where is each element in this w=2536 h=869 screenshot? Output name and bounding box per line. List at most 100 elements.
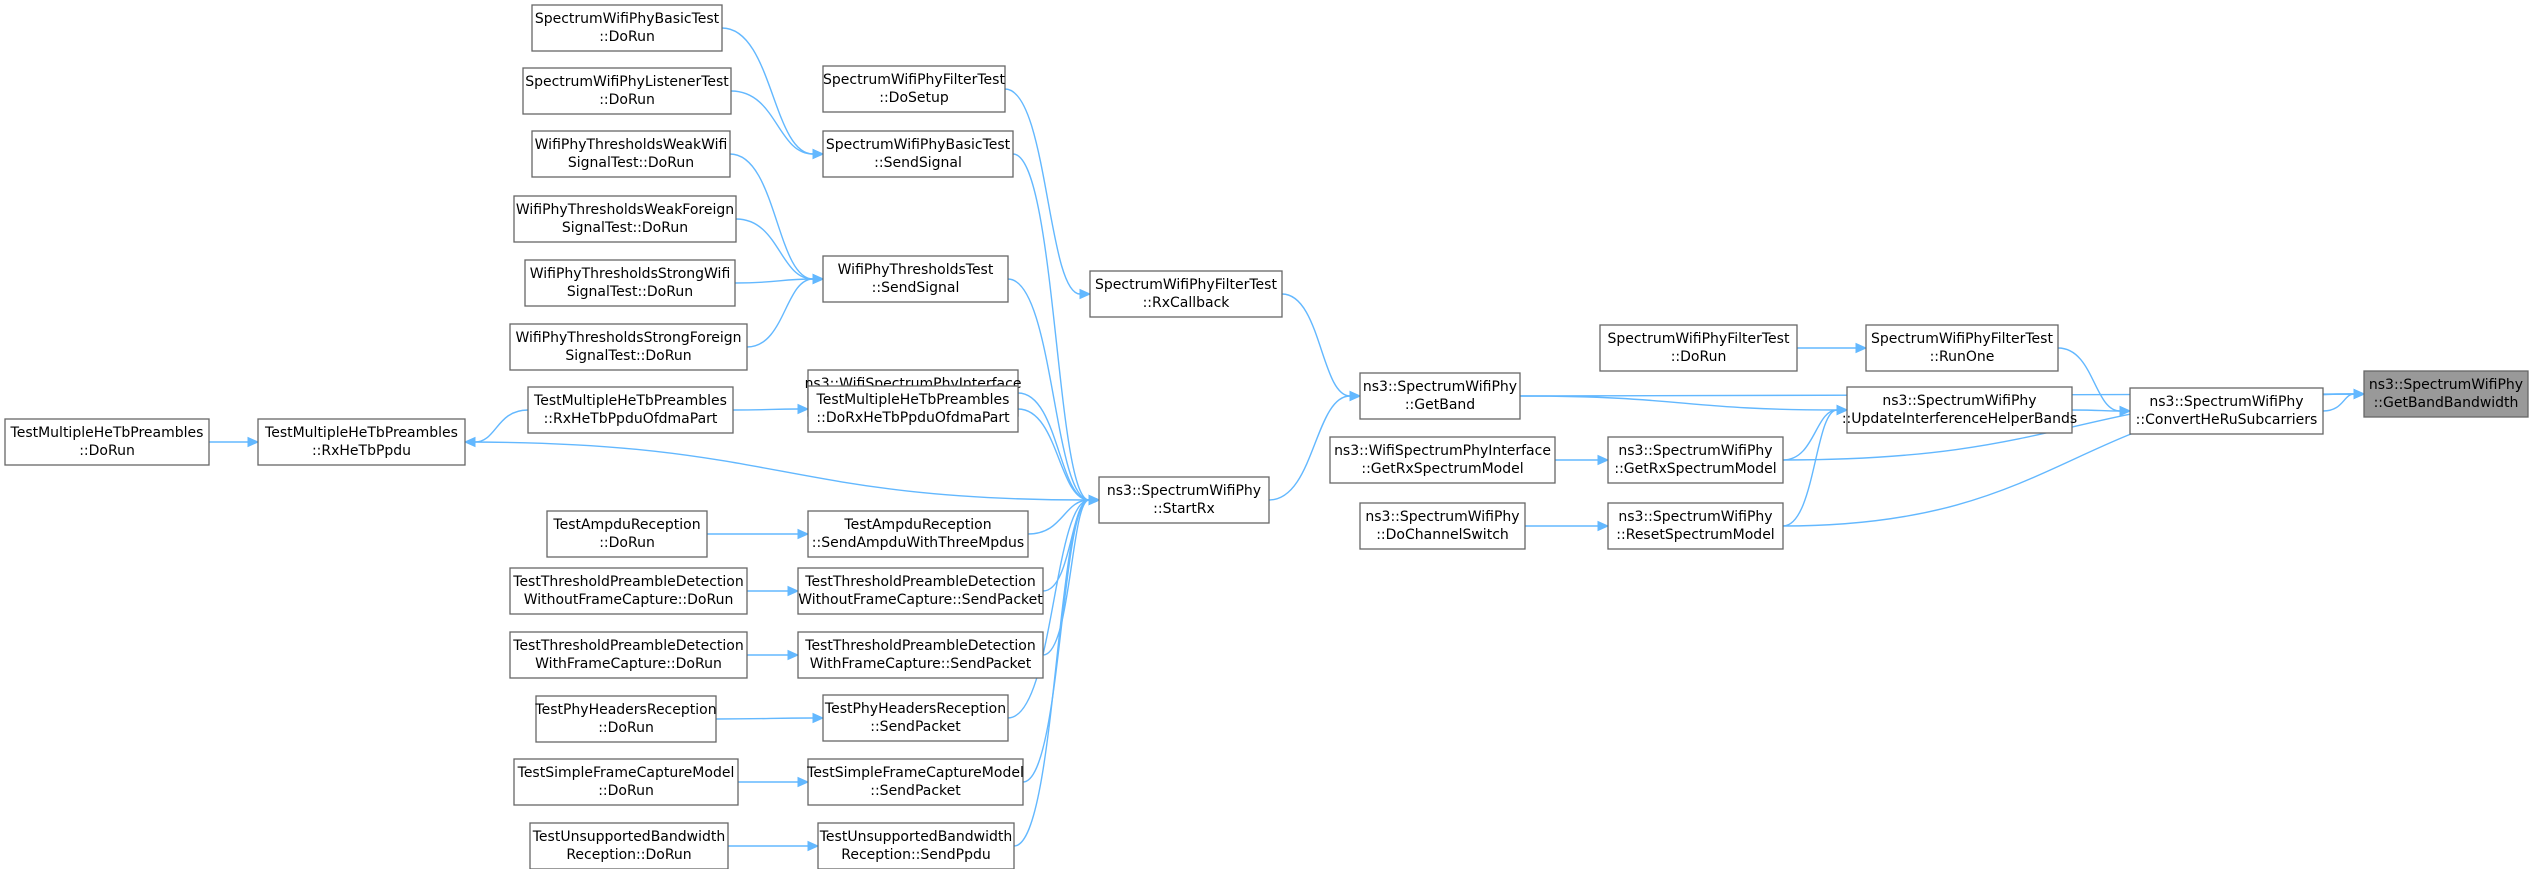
node-label-line: TestThresholdPreambleDetection [804, 638, 1035, 654]
graph-node[interactable]: SpectrumWifiPhyFilterTest::DoSetup [822, 65, 1006, 113]
graph-edge [1519, 395, 1849, 416]
graph-node[interactable]: TestSimpleFrameCaptureModel::DoRun [513, 758, 739, 806]
graph-node[interactable]: ns3::WifiSpectrumPhyInterface::GetRxSpec… [1329, 436, 1556, 484]
node-label-line: ::SendPacket [870, 783, 961, 799]
node-label-line: ::ResetSpectrumModel [1616, 527, 1774, 543]
graph-node[interactable]: WifiPhyThresholdsWeakWifiSignalTest::DoR… [531, 130, 731, 178]
graph-node[interactable]: WifiPhyThresholdsStrongWifiSignalTest::D… [524, 259, 736, 307]
edge-line [746, 278, 814, 348]
edge-line [721, 27, 814, 155]
graph-edge [729, 153, 825, 285]
node-label-line: ::StartRx [1153, 501, 1215, 517]
graph-node[interactable]: TestMultipleHeTbPreambles::RxHeTbPpdu [257, 418, 466, 466]
edge-line [464, 441, 1090, 501]
graph-node[interactable]: TestAmpduReception::DoRun [546, 510, 708, 558]
node-label-line: Reception::DoRun [566, 847, 691, 863]
graph-node[interactable]: SpectrumWifiPhyFilterTest::DoRun [1599, 324, 1798, 372]
graph-node[interactable]: ns3::SpectrumWifiPhy::DoChannelSwitch [1359, 502, 1526, 550]
graph-edge [1027, 494, 1101, 535]
node-label-line: ::DoRxHeTbPpduOfdmaPart [816, 410, 1010, 426]
node-label-line: WifiPhyThresholdsStrongForeign [515, 330, 741, 346]
edge-line [2057, 347, 2121, 412]
node-box [1098, 476, 1270, 524]
node-label-line: SpectrumWifiPhyBasicTest [826, 137, 1011, 153]
graph-node[interactable]: SpectrumWifiPhyFilterTest::RunOne [1865, 324, 2059, 372]
graph-node[interactable]: TestAmpduReception::SendAmpduWithThreeMp… [807, 510, 1029, 558]
node-label-line: TestThresholdPreambleDetection [512, 574, 743, 590]
edge-line [715, 717, 814, 720]
graph-node[interactable]: SpectrumWifiPhyListenerTest::DoRun [522, 67, 732, 115]
graph-edge [1042, 494, 1101, 656]
graph-node[interactable]: WifiPhyThresholdsWeakForeignSignalTest::… [513, 195, 737, 243]
graph-node[interactable]: ns3::SpectrumWifiPhy::GetBandBandwidth [2363, 370, 2529, 418]
edge-arrowhead [1349, 390, 1362, 402]
graph-edge [463, 409, 529, 448]
edge-line [1007, 278, 1090, 501]
graph-edge [1554, 454, 1610, 466]
graph-node[interactable]: WifiPhyThresholdsStrongForeignSignalTest… [509, 323, 748, 371]
edge-arrowhead [463, 436, 476, 448]
graph-node[interactable]: TestThresholdPreambleDetectionWithFrameC… [509, 631, 748, 679]
edge-line [730, 90, 814, 155]
graph-node[interactable]: ns3::SpectrumWifiPhy::StartRx [1098, 476, 1270, 524]
node-box [1599, 324, 1798, 372]
node-box [513, 758, 739, 806]
node-label-line: ::DoRun [599, 92, 655, 108]
edge-arrowhead [247, 436, 260, 448]
node-label-line: ::DoSetup [879, 90, 949, 106]
node-label-line: WithoutFrameCapture::DoRun [524, 592, 734, 608]
node-box [807, 510, 1029, 558]
node-label-line: WithFrameCapture::DoRun [535, 656, 722, 672]
graph-node[interactable]: TestMultipleHeTbPreambles::DoRun [4, 418, 210, 466]
graph-node[interactable]: ns3::SpectrumWifiPhy::UpdateInterference… [1842, 386, 2077, 434]
graph-node[interactable]: TestMultipleHeTbPreambles::DoRxHeTbPpduO… [807, 385, 1019, 433]
node-box [531, 4, 723, 52]
node-label-line: TestMultipleHeTbPreambles [264, 425, 458, 441]
graph-node[interactable]: TestThresholdPreambleDetectionWithFrameC… [797, 631, 1044, 679]
graph-node[interactable]: ns3::SpectrumWifiPhy::ConvertHeRuSubcarr… [2129, 387, 2324, 435]
graph-node[interactable]: SpectrumWifiPhyBasicTest::DoRun [531, 4, 723, 52]
node-label-line: TestAmpduReception [552, 517, 700, 533]
node-label-line: Reception::SendPpdu [841, 847, 991, 863]
edge-arrowhead [797, 776, 810, 788]
graph-node[interactable]: TestSimpleFrameCaptureModel::SendPacket [806, 758, 1024, 806]
edge-line [1013, 499, 1090, 847]
graph-nodes: ns3::SpectrumWifiPhy::GetBandBandwidthns… [4, 4, 2529, 869]
graph-node[interactable]: TestThresholdPreambleDetectionWithoutFra… [509, 567, 748, 615]
edge-line [734, 278, 814, 284]
node-label-line: SignalTest::DoRun [568, 155, 694, 171]
graph-node[interactable]: ns3::SpectrumWifiPhy::GetRxSpectrumModel [1607, 436, 1784, 484]
edge-line [2071, 409, 2121, 412]
edge-line [1782, 409, 1838, 461]
graph-edge [1017, 392, 1101, 506]
graph-node[interactable]: WifiPhyThresholdsTest::SendSignal [822, 255, 1009, 303]
node-label-line: ::ConvertHeRuSubcarriers [2136, 412, 2318, 428]
edge-line [1281, 293, 1351, 397]
graph-edge [1797, 342, 1868, 354]
node-label-line: SpectrumWifiPhyFilterTest [1871, 331, 2053, 347]
node-label-line: ::GetRxSpectrumModel [1614, 461, 1776, 477]
graph-node[interactable]: TestMultipleHeTbPreambles::RxHeTbPpduOfd… [527, 386, 734, 434]
node-label-line: SpectrumWifiPhyBasicTest [535, 11, 720, 27]
graph-node[interactable]: TestPhyHeadersReception::DoRun [534, 695, 717, 743]
edge-arrowhead [797, 403, 810, 415]
graph-node[interactable]: ns3::SpectrumWifiPhy::ResetSpectrumModel [1607, 502, 1784, 550]
edge-line [1004, 88, 1081, 295]
graph-node[interactable]: SpectrumWifiPhyFilterTest::RxCallback [1089, 270, 1283, 318]
graph-node[interactable]: ns3::SpectrumWifiPhy::GetBand [1359, 372, 1521, 420]
node-box [529, 822, 729, 869]
graph-edge [738, 776, 810, 788]
node-label-line: WifiPhyThresholdsWeakWifi [535, 137, 728, 153]
node-label-line: ::SendPacket [870, 719, 961, 735]
graph-node[interactable]: SpectrumWifiPhyBasicTest::SendSignal [822, 130, 1014, 178]
node-box [822, 255, 1009, 303]
graph-edge [706, 528, 810, 540]
node-label-line: ::RunOne [1930, 349, 1995, 365]
edge-line [1268, 395, 1351, 501]
edge-arrowhead [787, 649, 800, 661]
graph-node[interactable]: TestThresholdPreambleDetectionWithoutFra… [797, 567, 1044, 615]
graph-node[interactable]: TestUnsupportedBandwidthReception::SendP… [817, 822, 1015, 869]
graph-node[interactable]: TestPhyHeadersReception::SendPacket [822, 694, 1009, 742]
node-box [546, 510, 708, 558]
